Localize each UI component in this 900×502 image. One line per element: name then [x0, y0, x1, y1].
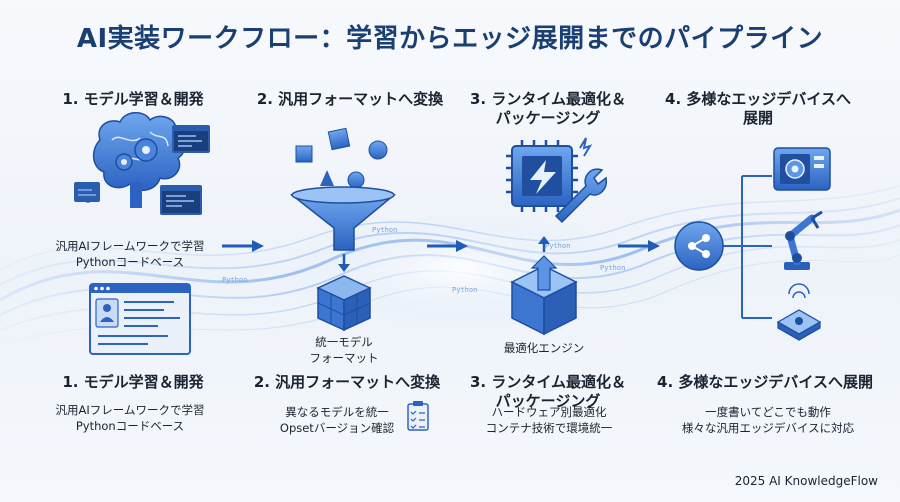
bottom-stage-2-desc: 異なるモデルを統一 Opsetバージョン確認 — [279, 405, 395, 435]
stage-arrows — [222, 240, 660, 252]
bottom-stage-2-title: 2. 汎用フォーマットへ変換 — [253, 373, 441, 391]
top-stage-1-title: 1. モデル学習＆開発 — [62, 90, 204, 108]
flow-labels: Python Python Python Python Python — [222, 226, 625, 294]
bottom-stage-3-desc: ハードウェア別最適化 コンテナ技術で環境統一 — [485, 405, 613, 435]
top-stage-2-desc: 統一モデル フォーマット — [309, 335, 379, 365]
camera-device-icon — [773, 147, 831, 191]
checklist-icon — [407, 401, 429, 431]
flow-label: Python — [600, 264, 625, 272]
wrench-icon — [554, 137, 607, 224]
arrow-head-icon — [252, 240, 264, 252]
box-icon — [510, 255, 578, 336]
flow-label: Python — [545, 242, 570, 250]
top-stage-3-desc: 最適化エンジン — [503, 341, 585, 355]
flow-label: Python — [452, 286, 477, 294]
iot-sensor-icon — [776, 283, 822, 341]
arrow-head-icon — [456, 240, 468, 252]
top-stage-2-title: 2. 汎用フォーマットへ変換 — [256, 90, 444, 108]
robot-arm-icon — [784, 210, 823, 270]
top-stage-4-title: 4. 多様なエッジデバイスへ 展開 — [665, 90, 851, 127]
code-window-icon — [89, 283, 191, 355]
top-stage-3-title: 3. ランタイム最適化＆ パッケージング — [469, 90, 627, 127]
code-panels-icon — [74, 125, 210, 215]
footer-credit: 2025 AI KnowledgeFlow — [734, 474, 878, 488]
flow-label: Python — [372, 226, 397, 234]
page-title: AI実装ワークフロー：学習からエッジ展開までのパイプライン — [76, 24, 824, 54]
chip-icon — [506, 140, 578, 212]
bottom-stage-1-title: 1. モデル学習＆開発 — [62, 373, 204, 391]
bottom-stage-4-desc: 一度書いてどこでも動作 様々な汎用エッジデバイスに対応 — [681, 405, 855, 435]
cube-icon — [316, 275, 372, 332]
share-hub-icon — [674, 175, 772, 319]
arrow-head-icon — [648, 240, 660, 252]
up-arrow-icon — [538, 236, 550, 252]
flow-label: Python — [222, 276, 247, 284]
top-stage-1-desc: 汎用AIフレームワークで学習 Pythonコードベース — [55, 239, 205, 269]
funnel-icon — [289, 127, 397, 272]
bottom-stage-3-title: 3. ランタイム最適化＆ パッケージング — [469, 373, 627, 410]
bottom-stage-4-title: 4. 多様なエッジデバイスへ展開 — [657, 373, 873, 391]
bottom-stage-1-desc: 汎用AIフレームワークで学習 Pythonコードベース — [55, 403, 205, 433]
